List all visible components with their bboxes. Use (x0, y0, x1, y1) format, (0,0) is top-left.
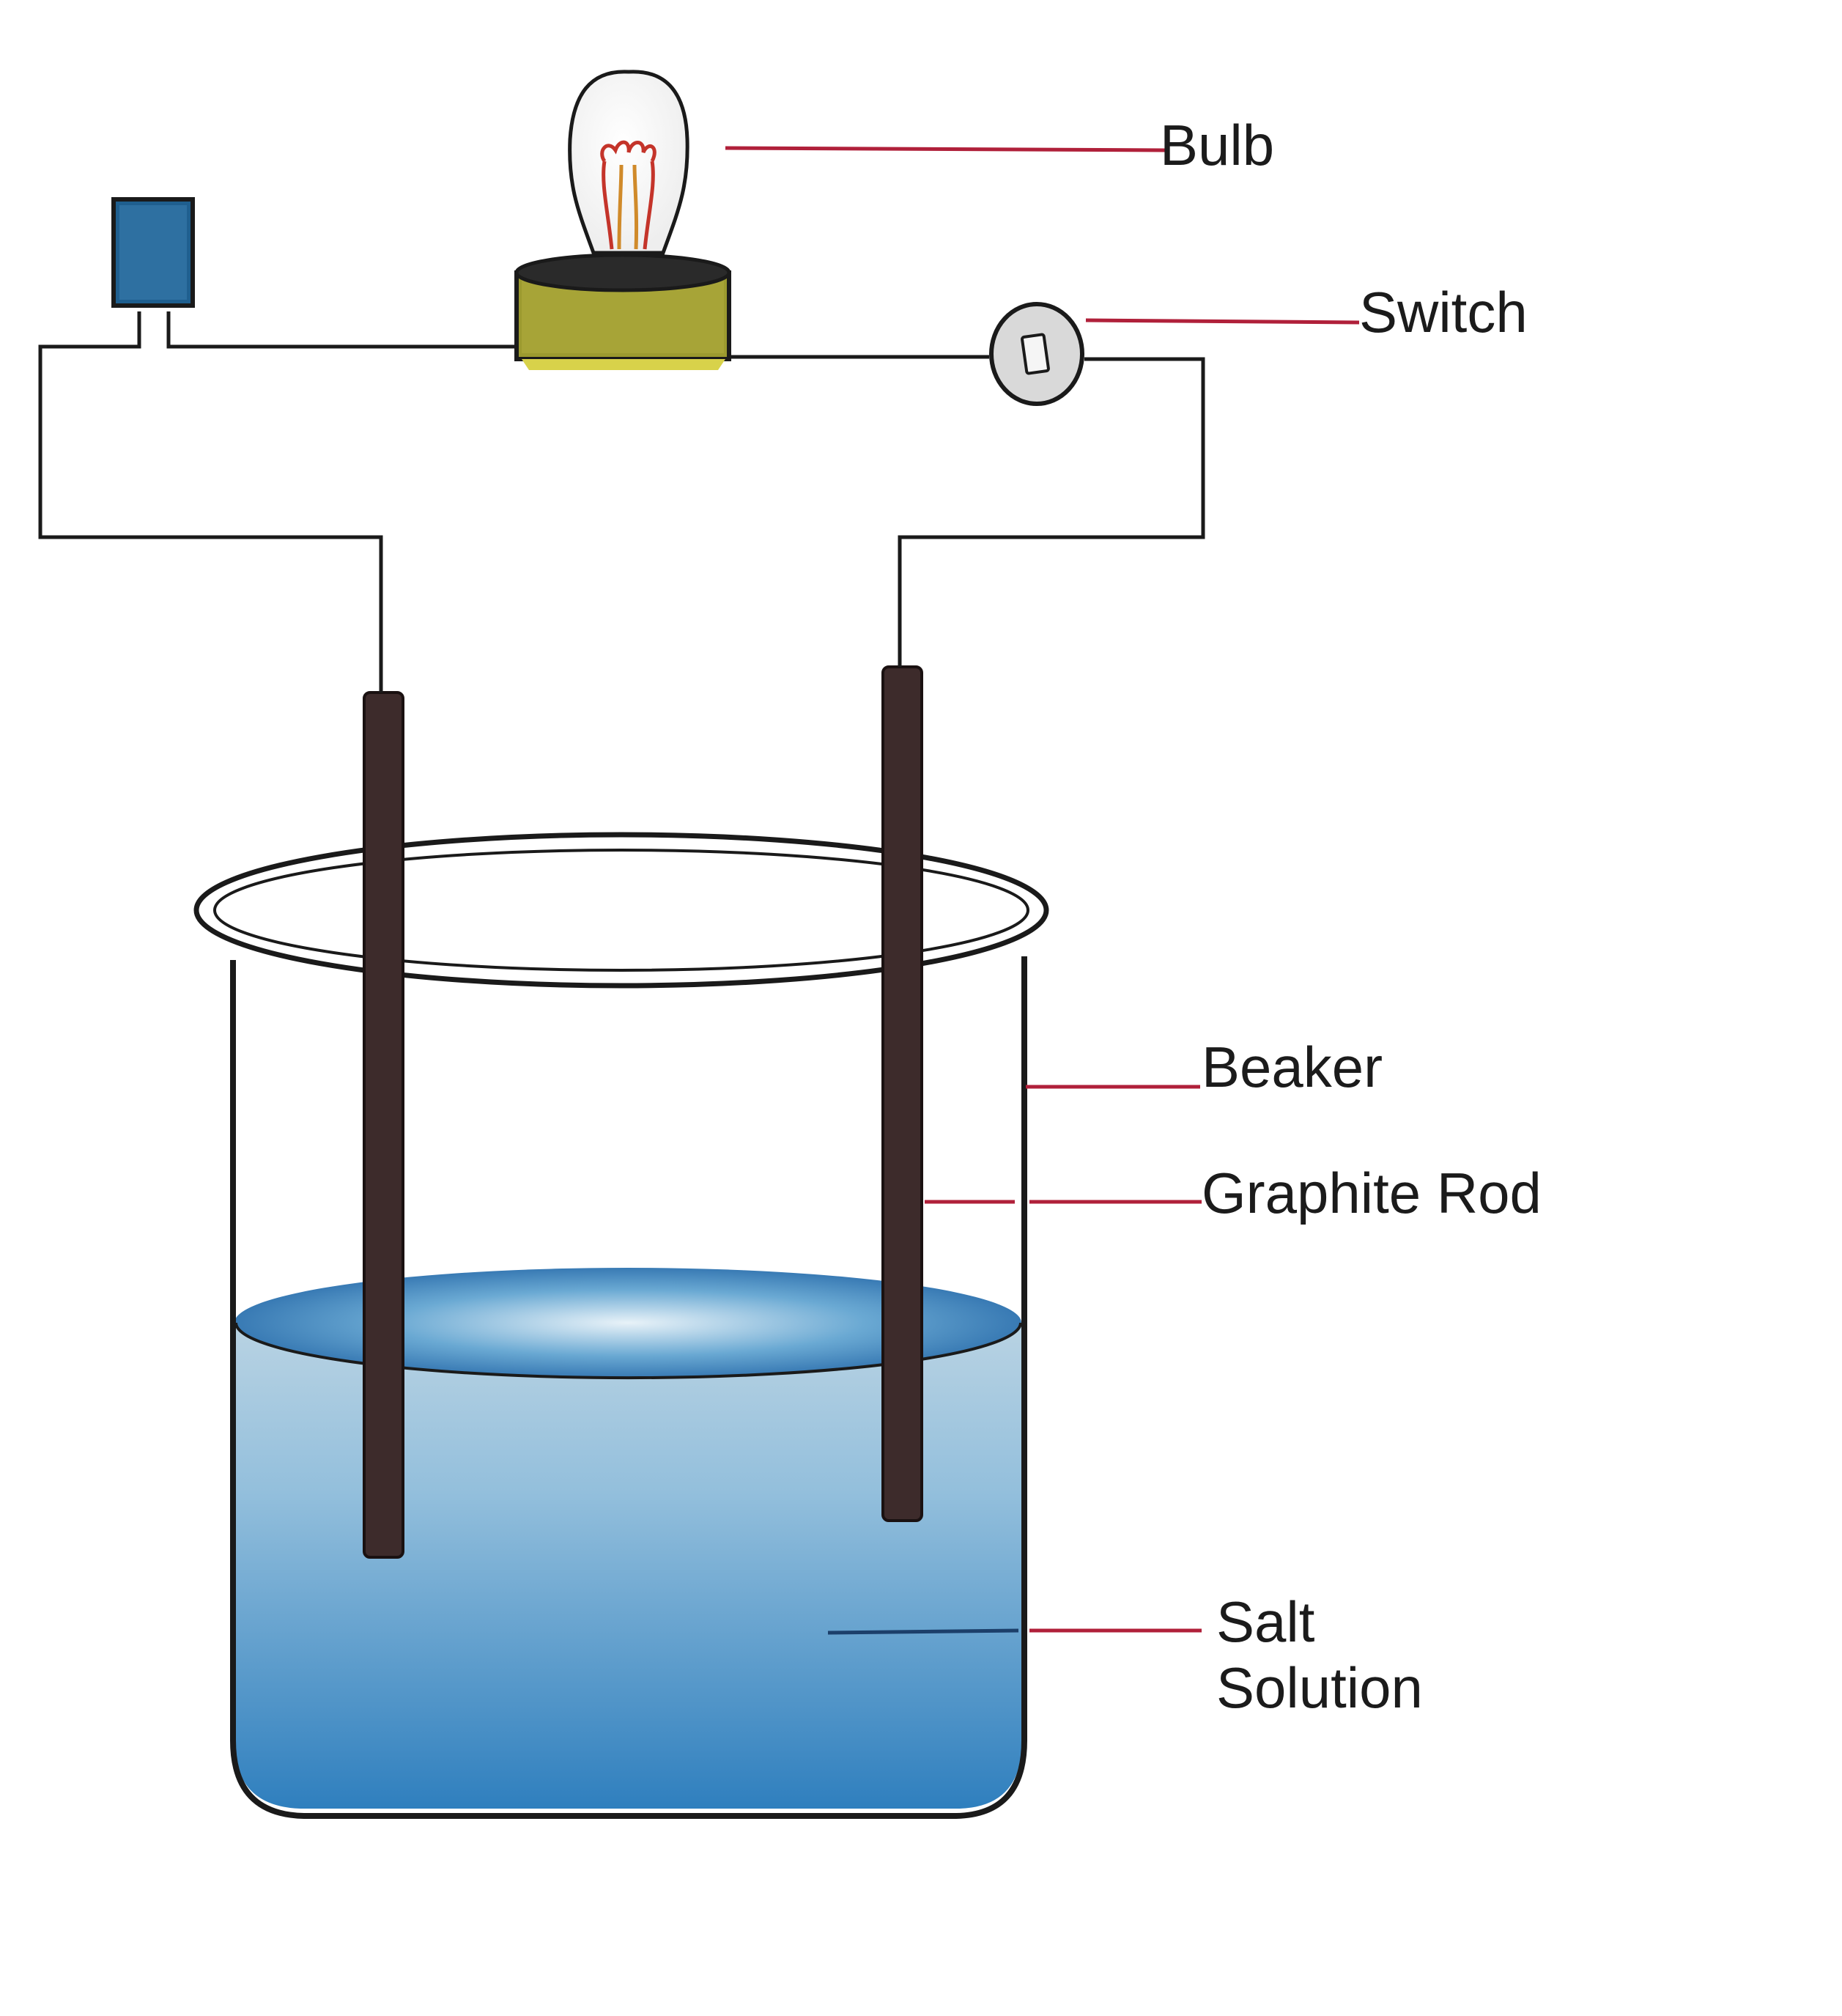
graphite-rod-left (363, 691, 404, 1559)
bulb-filament (600, 140, 656, 250)
bulb-glass (568, 70, 689, 255)
label-salt-solution-line2: Solution (1216, 1655, 1423, 1720)
beaker-wall (230, 956, 1027, 1819)
bulb-holder-top (514, 253, 731, 292)
beaker-rim-inner (213, 849, 1029, 972)
graphite-rod-right (881, 665, 923, 1522)
label-graphite-rod: Graphite Rod (1202, 1161, 1542, 1225)
leader-salt-solution-b (827, 1628, 1019, 1635)
bulb (514, 70, 731, 370)
circuit-wires (38, 311, 1205, 693)
switch (989, 302, 1084, 406)
label-bulb: Bulb (1160, 113, 1274, 177)
leader-lines (725, 146, 1360, 1635)
label-beaker: Beaker (1202, 1035, 1383, 1099)
label-switch: Switch (1359, 280, 1528, 344)
labels: Bulb Switch Beaker Graphite Rod Salt Sol… (1160, 113, 1542, 1720)
leader-bulb (725, 146, 1166, 152)
salt-solution (234, 1268, 1022, 1809)
beaker-rim-outer (193, 832, 1049, 989)
battery-cell (111, 197, 195, 308)
leader-switch (1085, 318, 1360, 325)
switch-toggle (1021, 333, 1050, 375)
graphite-rods (363, 665, 923, 1559)
beaker (193, 832, 1049, 1819)
solution-surface (234, 1268, 1021, 1378)
label-salt-solution-line1: Salt (1216, 1589, 1315, 1654)
